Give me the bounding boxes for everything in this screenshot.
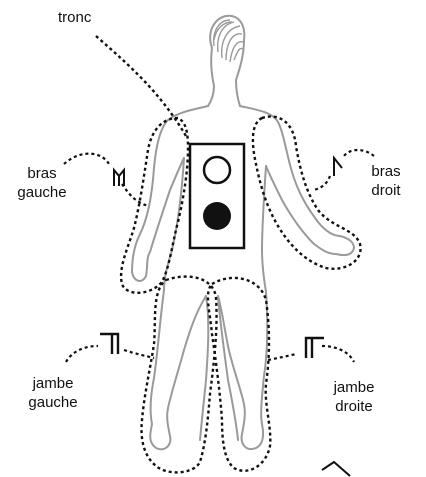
bottom-sign-partial	[322, 462, 350, 476]
label-jambe-droite-line2: droite	[316, 397, 392, 416]
hand-sign-icon	[100, 334, 118, 354]
label-jambe-gauche: jambe gauche	[14, 374, 92, 412]
jambe-gauche-connector	[66, 346, 154, 362]
neck-left	[208, 48, 214, 106]
torso-left	[164, 158, 184, 290]
hand-sign-icon	[114, 170, 124, 186]
label-bras-droit-line2: droit	[358, 181, 414, 200]
label-jambe-droite-line1: jambe	[316, 378, 392, 397]
hand-sign-icon	[334, 158, 342, 176]
hand-sign-icon	[306, 338, 324, 358]
tronc-dotted-line	[96, 36, 186, 136]
label-bras-gauche: bras gauche	[2, 164, 82, 202]
label-bras-gauche-line2: gauche	[2, 183, 82, 202]
label-jambe-gauche-line1: jambe	[14, 374, 92, 393]
label-bras-gauche-line1: bras	[2, 164, 82, 183]
label-bras-droit-line1: bras	[358, 162, 414, 181]
label-jambe-droite: jambe droite	[316, 378, 392, 416]
left-leg	[150, 290, 206, 449]
region-bras-droit	[253, 116, 361, 268]
right-leg	[218, 292, 267, 449]
region-bras-gauche	[121, 118, 188, 293]
right-arm	[240, 106, 354, 255]
head	[210, 16, 244, 106]
label-tronc: tronc	[58, 8, 91, 27]
label-bras-droit: bras droit	[358, 162, 414, 200]
torso-right	[262, 166, 266, 292]
label-jambe-gauche-line2: gauche	[14, 393, 92, 412]
circle-filled-icon	[203, 202, 231, 230]
marker-box	[190, 144, 244, 248]
hair-icon	[214, 20, 244, 62]
circle-outline-icon	[204, 157, 230, 183]
